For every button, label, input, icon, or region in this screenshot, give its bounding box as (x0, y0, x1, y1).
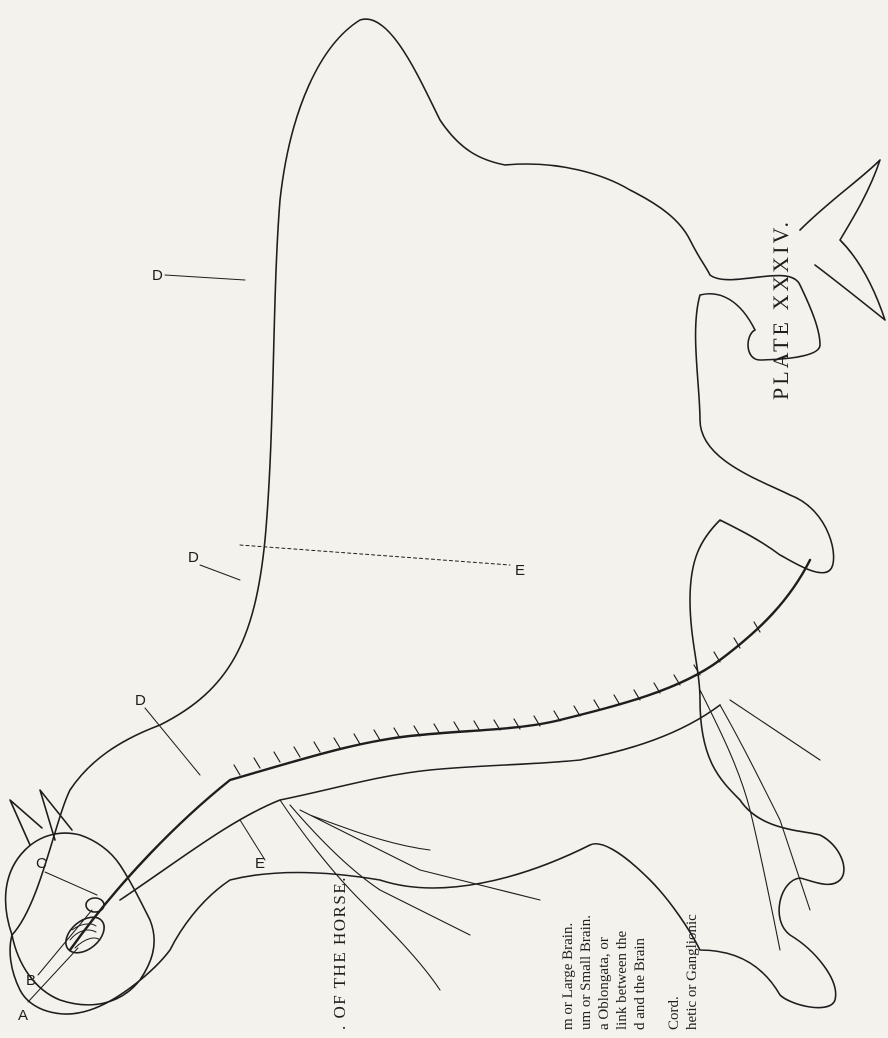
label-leader-E2 (240, 545, 510, 565)
legend-item-cerebellum: um or Small Brain. (578, 915, 595, 1030)
legend-item-medulla-line3: d and the Brain (632, 938, 649, 1030)
plate-title: PLATE XXXIV. (768, 219, 794, 400)
spinal-cord (70, 560, 810, 950)
legend-item-spinal-cord: Cord. (666, 996, 683, 1030)
label-leader-B (38, 910, 92, 975)
spinal-nerve-hatches (234, 622, 760, 775)
label-B: B (26, 972, 36, 989)
label-leader-E1 (240, 820, 265, 860)
forelimb-nerves (280, 800, 540, 990)
label-D1: D (135, 692, 146, 709)
legend-item-medulla-line2: link between the (614, 931, 631, 1030)
horse-outline (10, 19, 844, 1014)
cerebellum (86, 898, 104, 912)
horse-ear-outline (10, 800, 42, 845)
cerebrum (59, 910, 111, 960)
label-E2: E (515, 562, 525, 579)
label-leader-C (45, 872, 97, 895)
legend-item-medulla: a Oblongata, or (596, 937, 613, 1030)
label-E1: E (255, 855, 265, 872)
label-leader-D2 (200, 565, 240, 580)
label-D3: D (152, 267, 163, 284)
horse-tail-outline (800, 160, 885, 320)
label-A: A (18, 1007, 28, 1024)
legend-item-sympathetic: hetic or Ganglionic (684, 914, 701, 1030)
label-D2: D (188, 549, 199, 566)
hindlimb-nerves (700, 690, 820, 950)
label-leader-D3 (165, 275, 245, 280)
legend-item-cerebrum: m or Large Brain. (560, 923, 577, 1030)
label-C: C (36, 855, 47, 872)
legend-title: . OF THE HORSE. (330, 876, 350, 1030)
